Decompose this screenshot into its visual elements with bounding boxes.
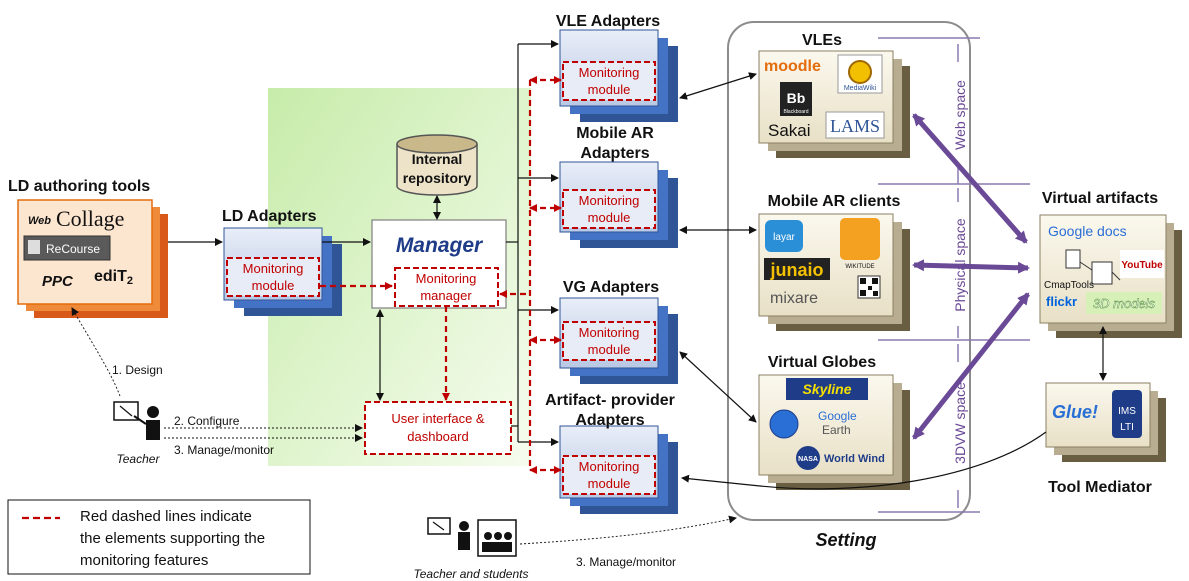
mobile-adapters-title: Mobile AR	[576, 125, 654, 142]
glue-logo: Glue!	[1052, 402, 1098, 422]
virtual-artifacts-title: Virtual artifacts	[1042, 190, 1158, 207]
repository-label-2: repository	[403, 170, 472, 186]
webcollage-logo: Web	[28, 215, 51, 227]
vle-adapters-title: VLE Adapters	[556, 13, 660, 30]
ld-monitoring-label-2: module	[252, 278, 295, 293]
manage-action-label-2: 3. Manage/monitor	[576, 555, 676, 569]
mobile-monitoring-label: Monitoring	[579, 193, 640, 208]
sakai-logo: Sakai	[768, 121, 811, 140]
mobile-clients-title: Mobile AR clients	[768, 193, 901, 210]
artifact-monitoring-label-2: module	[588, 476, 631, 491]
globes-title: Virtual Globes	[768, 354, 876, 371]
recourse-logo: ReCourse	[46, 242, 100, 256]
students-connector	[519, 515, 737, 545]
3dvw-space-label: 3DVW space	[952, 382, 968, 464]
3d-models-logo: 3D models	[1093, 296, 1156, 311]
blackboard-label: Blackboard	[783, 109, 808, 115]
vg-adapters-title: VG Adapters	[563, 279, 659, 296]
world-wind-logo: World Wind	[824, 453, 885, 465]
legend-box	[7, 499, 311, 575]
manager-title: Manager	[396, 234, 484, 257]
teacher-connectors	[71, 307, 363, 442]
artifact-monitoring-module	[562, 455, 656, 495]
google-earth-globe-icon	[769, 409, 799, 439]
cmaptools-logo: CmapTools	[1044, 280, 1094, 291]
ld-authoring-title: LD authoring tools	[8, 178, 150, 195]
mobile-adapters-title-2: Adapters	[580, 145, 649, 162]
skyline-logo: Skyline	[802, 381, 851, 397]
mixare-logo: mixare	[770, 290, 818, 307]
vg-monitoring-label: Monitoring	[579, 325, 640, 340]
artifact-adapters-title-2: Adapters	[575, 412, 644, 429]
connectors	[168, 40, 1107, 490]
lti-logo: LTI	[1120, 422, 1134, 433]
earth-logo: Earth	[822, 423, 851, 437]
user-interface-dashboard	[364, 401, 512, 455]
artifact-monitoring-label: Monitoring	[579, 459, 640, 474]
flickr-logo: flickr	[1046, 294, 1077, 309]
design-action-label: 1. Design	[112, 363, 163, 377]
ui-label-2: dashboard	[407, 429, 468, 444]
qr-code-icon	[857, 275, 881, 299]
tool-mediator-stack	[1045, 382, 1166, 462]
web-space-label: Web space	[952, 80, 968, 150]
mobile-monitoring-label-2: module	[588, 210, 631, 225]
ui-label: User interface &	[391, 411, 485, 426]
ld-authoring-stack	[17, 199, 168, 318]
ppc-logo: PPC	[42, 273, 74, 290]
monitoring-connectors	[320, 76, 562, 474]
ld-monitoring-label: Monitoring	[243, 261, 304, 276]
mobile-monitoring-module	[562, 189, 656, 229]
youtube-logo: YouTube	[1121, 260, 1163, 271]
mediawiki-sunflower-icon	[848, 60, 872, 84]
configure-action-label: 2. Configure	[174, 414, 240, 428]
setting-title: Setting	[816, 530, 877, 550]
vles-title: VLEs	[802, 32, 842, 49]
edit2-logo: ediT2	[94, 268, 133, 287]
vg-monitoring-label-2: module	[588, 342, 631, 357]
nasa-logo: NASA	[798, 456, 818, 463]
moodle-logo: moodle	[764, 58, 821, 75]
cmaptools-icon	[1065, 249, 1121, 285]
internal-repository	[396, 134, 478, 196]
ld-adapters-title: LD Adapters	[222, 208, 317, 225]
space-arrows	[912, 113, 1030, 440]
wikitude-logo: WIKITUDE	[845, 264, 874, 270]
layar-logo: layar	[773, 232, 795, 243]
google-logo: Google	[818, 409, 857, 423]
mediawiki-logo: MediaWiki	[844, 85, 877, 92]
repository-label: Internal	[412, 151, 463, 167]
tool-mediator-title: Tool Mediator	[1048, 479, 1152, 496]
junaio-logo: junaio	[770, 260, 824, 280]
vle-monitoring-label-2: module	[588, 82, 631, 97]
legend-line-2: the elements supporting the	[80, 530, 265, 547]
google-docs-logo: Google docs	[1048, 223, 1127, 239]
legend-line-1: Red dashed lines indicate	[80, 508, 252, 525]
teacher-icon	[113, 401, 160, 440]
vle-monitoring-label: Monitoring	[579, 65, 640, 80]
teacher-students-icon	[427, 517, 517, 557]
teacher-label: Teacher	[117, 452, 161, 466]
artifact-adapters-title: Artifact- provider	[545, 392, 675, 409]
vle-monitoring-module	[562, 61, 656, 101]
blackboard-logo: Bb	[787, 90, 806, 106]
legend-line-3: monitoring features	[80, 552, 208, 569]
vg-monitoring-module	[562, 321, 656, 361]
teacher-students-label: Teacher and students	[414, 567, 529, 581]
monitoring-manager-label: Monitoring	[416, 271, 477, 286]
ims-logo: IMS	[1118, 406, 1136, 417]
monitoring-manager	[394, 267, 499, 307]
ld-monitoring-module	[226, 257, 320, 297]
manage-action-label: 3. Manage/monitor	[174, 443, 274, 457]
monitoring-manager-label-2: manager	[420, 288, 472, 303]
nasa-logo-icon	[796, 446, 820, 470]
collage-logo: Collage	[56, 206, 124, 231]
lams-logo: LAMS	[830, 116, 880, 136]
